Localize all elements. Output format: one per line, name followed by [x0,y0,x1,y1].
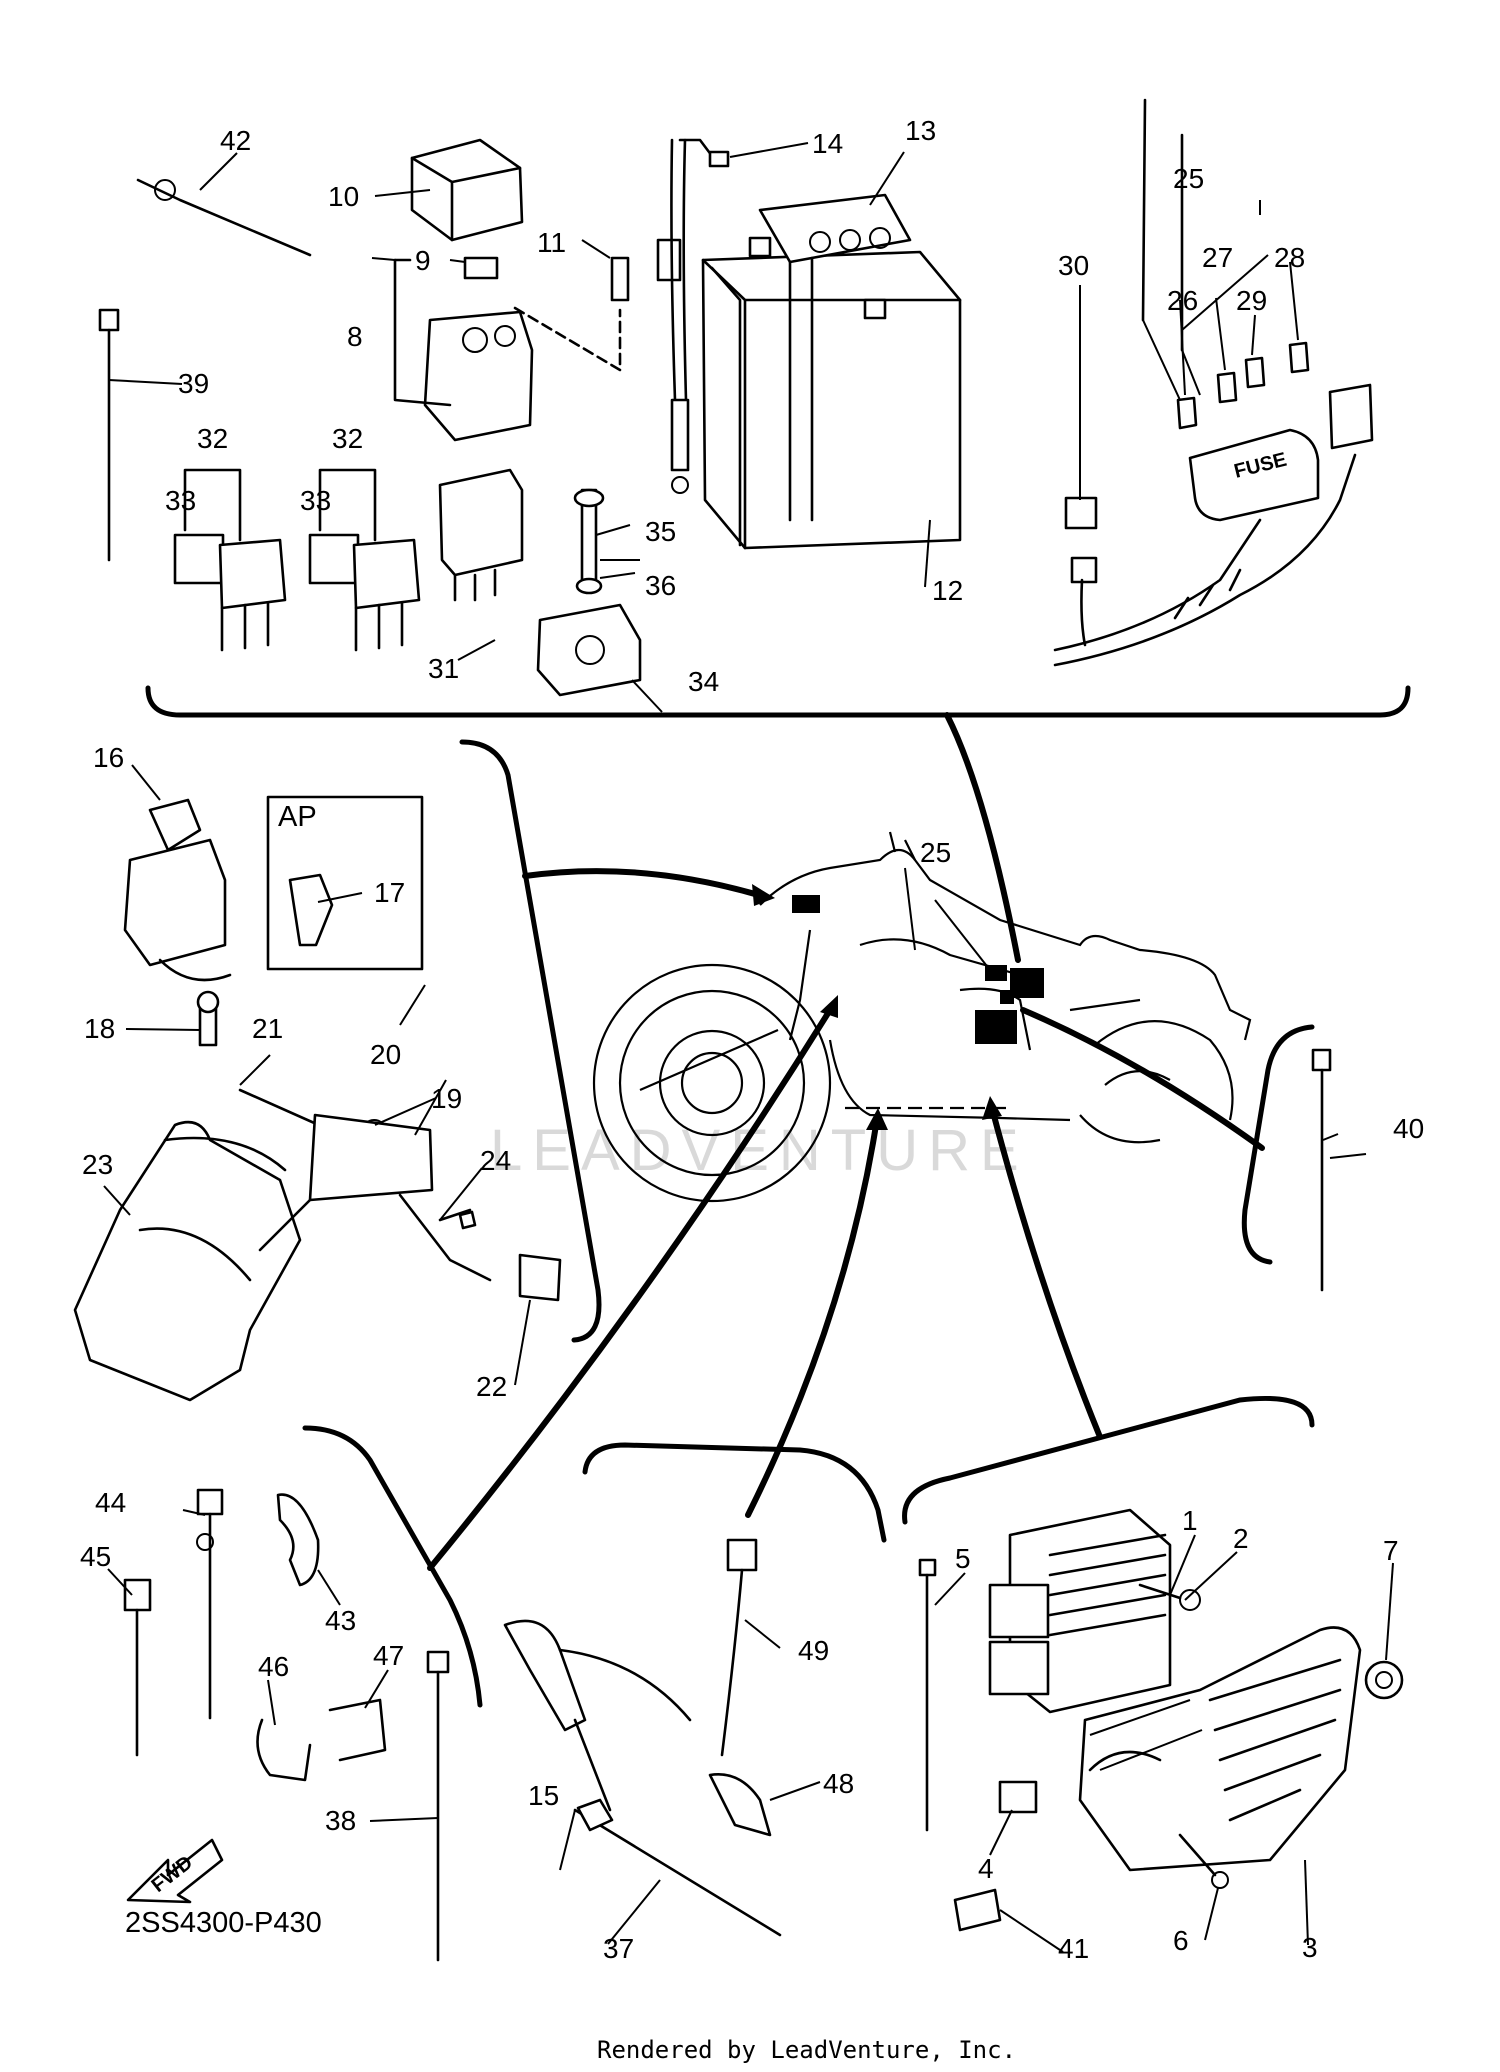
callout-45: 45 [80,1541,111,1572]
connector-lines [427,712,1265,1571]
callout-16: 16 [93,742,124,773]
callout-25-top: 25 [1173,163,1204,194]
band-40 [1311,1048,1332,1292]
render-credit: Rendered by LeadVenture, Inc. [597,2036,1016,2064]
callout-38: 38 [325,1805,356,1836]
fuse-box-harness: FUSE [1053,98,1374,667]
callout-17: 17 [374,877,405,908]
callout-33-right: 33 [300,485,331,516]
bottom-mid-parts [503,1538,782,1937]
callout-42: 42 [220,125,251,156]
battery-assembly [656,138,962,550]
callout-8: 8 [347,321,363,352]
callout-49: 49 [798,1635,829,1666]
rectifier-group [918,1508,1404,1932]
bottom-mid-bracket [582,1442,887,1543]
callout-24: 24 [480,1145,511,1176]
callout-5: 5 [955,1543,971,1574]
group-brackets [145,685,1411,1708]
callout-7: 7 [1383,1535,1399,1566]
callout-40: 40 [1393,1113,1424,1144]
callout-27: 27 [1202,242,1233,273]
motorcycle-outline [592,831,1252,1203]
callout-23: 23 [82,1149,113,1180]
callout-30: 30 [1058,250,1089,281]
bottom-right-bracket [902,1395,1315,1525]
ignition-group [73,795,562,1402]
callout-33-left: 33 [165,485,196,516]
callout-14: 14 [812,128,843,159]
callout-20: 20 [370,1039,401,1070]
callout-48: 48 [823,1768,854,1799]
callout-32-right: 32 [332,423,363,454]
connector-bottom-mid [745,1122,879,1518]
connector-bottom-left [427,1007,833,1571]
callout-47: 47 [373,1640,404,1671]
callout-15: 15 [528,1780,559,1811]
callout-37: 37 [603,1933,634,1964]
callout-numbers: 1 2 3 4 5 6 7 8 9 10 11 12 13 14 15 16 1… [80,115,1424,1964]
callout-41: 41 [1058,1933,1089,1964]
callout-21: 21 [252,1013,283,1044]
callout-43: 43 [325,1605,356,1636]
bottom-left-bracket [302,1425,483,1708]
callout-46: 46 [258,1651,289,1682]
callout-35: 35 [645,516,676,547]
callout-3: 3 [1302,1932,1318,1963]
callout-12: 12 [932,575,963,606]
callout-9: 9 [415,245,431,276]
callout-32-left: 32 [197,423,228,454]
connector-bottom-right [990,1109,1103,1440]
callout-6: 6 [1173,1925,1189,1956]
callout-28: 28 [1274,242,1305,273]
callout-31: 31 [428,653,459,684]
ignition-group-bracket [459,739,602,1343]
connector-band40 [1020,1007,1265,1151]
callout-1: 1 [1182,1505,1198,1536]
leader-lines [103,142,1394,1953]
callout-26: 26 [1167,285,1198,316]
relay-group [98,138,642,697]
callout-34: 34 [688,666,719,697]
callout-2: 2 [1233,1523,1249,1554]
ap-box-label: AP [278,801,317,833]
callout-36: 36 [645,570,676,601]
callout-29: 29 [1236,285,1267,316]
callout-39: 39 [178,368,209,399]
connector-top [944,712,1021,963]
band-40-bracket [1241,1024,1315,1265]
callout-44: 44 [95,1487,126,1518]
cable-ties-clamps [123,1488,450,1962]
connector-ignition [522,868,765,899]
callout-4: 4 [978,1853,994,1884]
callout-18: 18 [84,1013,115,1044]
top-group-bracket [145,685,1411,718]
callout-13: 13 [905,115,936,146]
callout-25-bike: 25 [920,837,951,868]
fwd-arrow-icon: FWD [126,1838,224,1904]
callout-19: 19 [431,1083,462,1114]
callout-22: 22 [476,1371,507,1402]
diagram-code: 2SS4300-P430 [125,1907,322,1939]
callout-10: 10 [328,181,359,212]
callout-11: 11 [537,227,566,258]
